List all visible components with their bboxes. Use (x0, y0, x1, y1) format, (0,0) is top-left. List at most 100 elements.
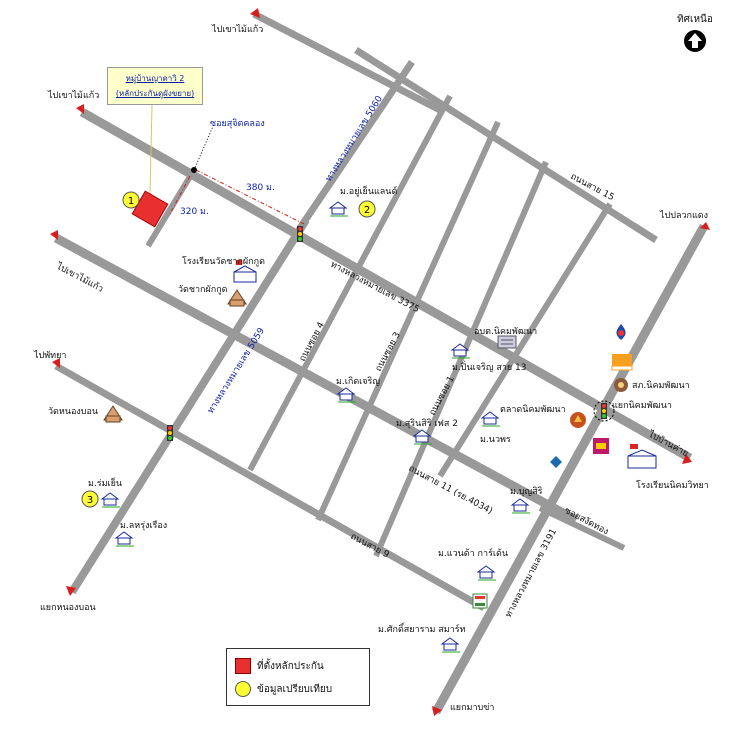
label-junction: แยกนิคมพัฒนา (612, 400, 672, 411)
label-to-map-cha: แยกมาบข่า (450, 703, 494, 713)
label-m-saksri: ม.ศักดิ์สยาราม สมาร์ท (378, 622, 466, 635)
property-callout: หมู่บ้านญาดาวิ 2 (หลักประกันดูผังขยาย) (107, 67, 203, 105)
label-m-romyen: ม.ร่มเย็น (88, 476, 122, 489)
house-icon (412, 429, 432, 445)
distance-labels: 380 ม. 320 ม. (180, 183, 275, 217)
soi-point (191, 167, 197, 173)
soi-1 (373, 160, 549, 558)
legend-red-square-icon (235, 658, 251, 674)
bank-logo-icon (611, 354, 633, 371)
legend-row-property: ที่ตั้งหลักประกัน (235, 658, 324, 674)
highway-5059 (68, 217, 310, 595)
arrow-icon (250, 8, 260, 18)
house-icon (440, 637, 460, 653)
arrow-icon (682, 454, 692, 464)
store-logo-icon (593, 438, 609, 454)
legend-property-label: ที่ตั้งหลักประกัน (257, 660, 324, 672)
road-9 (54, 362, 486, 612)
roads (53, 10, 708, 715)
north-label: ทิศเหนือ (677, 14, 713, 25)
legend-yellow-circle-icon (235, 681, 251, 697)
traffic-light-icon (601, 403, 607, 419)
house-icon (510, 498, 530, 514)
road-11 (53, 234, 579, 524)
label-m-surinsiri: ม.สุรินสิริ เฟส 2 (396, 418, 458, 429)
school-icon (627, 444, 657, 469)
callout-subtitle: (หลักประกันดูผังขยาย) (115, 89, 195, 98)
house-icon (114, 531, 134, 547)
label-to-mai-kaeo-left: ไปเขาไม้แก้ว (47, 90, 99, 101)
label-to-mai-kaeo-top: ไปเขาไม้แก้ว (211, 24, 263, 35)
place-labels: โรงเรียนวัดชากผักกูด วัดชากผักกูด วัดหนอ… (48, 184, 709, 635)
soi-4 (247, 94, 453, 472)
label-m-boonsiri: ม.บุญสิริ (510, 486, 543, 497)
temple-icon (227, 289, 247, 307)
traffic-lights (167, 226, 615, 441)
junction-ring (593, 400, 615, 422)
market-icon (570, 412, 586, 428)
house-icon (100, 492, 120, 508)
soi-extra (437, 202, 613, 478)
callout-leader (149, 104, 153, 195)
marker-3: 3 (87, 495, 93, 506)
soi-15-link (539, 165, 547, 173)
legend-comparison-label: ข้อมูลเปรียบเทียบ (257, 683, 333, 695)
north-arrow-icon (684, 30, 706, 52)
label-m-pinchareon: ม.ปิ่นเจริญ สาย 13 (452, 360, 527, 373)
gas-station-icon (616, 324, 626, 340)
leader-line (193, 123, 215, 171)
label-m-nawaporn: ม.นวพร (480, 435, 511, 445)
marker-2: 2 (364, 205, 370, 216)
distance-380: 380 ม. (246, 183, 275, 193)
label-m-vancar: ม.แวนด้า การ์เด้น (438, 547, 508, 559)
road-top-diagonal (252, 10, 442, 114)
comparison-markers: 1 2 3 (81, 191, 376, 508)
police-badge-icon (614, 378, 628, 392)
highway-3191 (432, 223, 708, 715)
label-school-nikom: โรงเรียนนิคมวิทยา (636, 480, 709, 491)
label-to-mai-kaeo-mid: ไปเขาไม้แก้ว (54, 260, 105, 294)
legend-row-comparison: ข้อมูลเปรียบเทียบ (235, 681, 332, 697)
label-wat: วัดชากผักกูด (178, 285, 228, 295)
arrow-icon (700, 222, 710, 230)
village-icons (100, 201, 530, 653)
label-hw5060: ทางหลวงหมายเลข 5060 (324, 94, 385, 183)
marker-1: 1 (128, 196, 134, 207)
label-school-wat: โรงเรียนวัดชากผักกูด (182, 256, 265, 267)
soi-songsong (538, 505, 626, 551)
temple-icon (103, 405, 123, 423)
traffic-light-icon (167, 425, 173, 441)
arrow-icon (66, 586, 76, 596)
direction-arrows (50, 8, 710, 716)
arrow-icon (76, 104, 84, 114)
arrow-icon (432, 706, 442, 716)
bank-sign-icon (550, 456, 562, 468)
traffic-light-icon (297, 226, 303, 242)
house-icon (328, 201, 348, 217)
label-market: ตลาดนิคมพัฒนา (500, 404, 566, 415)
callout-title: หมู่บ้านญาดาวิ 2 (125, 74, 185, 83)
seven-eleven-icon (472, 593, 488, 609)
label-to-nong-bon: แยกหนองบอน (40, 603, 96, 613)
house-icon (336, 387, 356, 403)
label-obt: อบต.นิคมพัฒนา (474, 326, 537, 337)
house-icon (480, 411, 500, 427)
label-soi-1: ถนนซอย 1 (428, 375, 457, 418)
school-icon (233, 260, 257, 283)
arrow-icon (50, 230, 58, 240)
label-hw3375: ทางหลวงหมายเลข 3375 (329, 260, 421, 315)
house-icon (476, 565, 496, 581)
label-m-lahrung: ม.ลหรุ่งเรือง (120, 520, 167, 531)
house-icon (450, 343, 470, 359)
label-m-kerdcharoen: ม.เกิดเจริญ (336, 376, 380, 387)
label-m-yoo-yen: ม.อยู่เย็นแลนด์ (340, 184, 397, 197)
map-legend: ที่ตั้งหลักประกัน ข้อมูลเปรียบเทียบ (226, 648, 370, 706)
landmark-icons (103, 260, 657, 609)
distance-lines (169, 169, 305, 225)
soi-suchit (145, 168, 197, 248)
label-to-pattaya: ไปพัทยา (33, 350, 66, 361)
label-police: สภ.นิคมพัฒนา (632, 380, 690, 391)
soi-3 (315, 120, 501, 522)
arrow-icon (52, 358, 60, 368)
label-wat-nongbon: วัดหนองบอน (48, 407, 98, 417)
